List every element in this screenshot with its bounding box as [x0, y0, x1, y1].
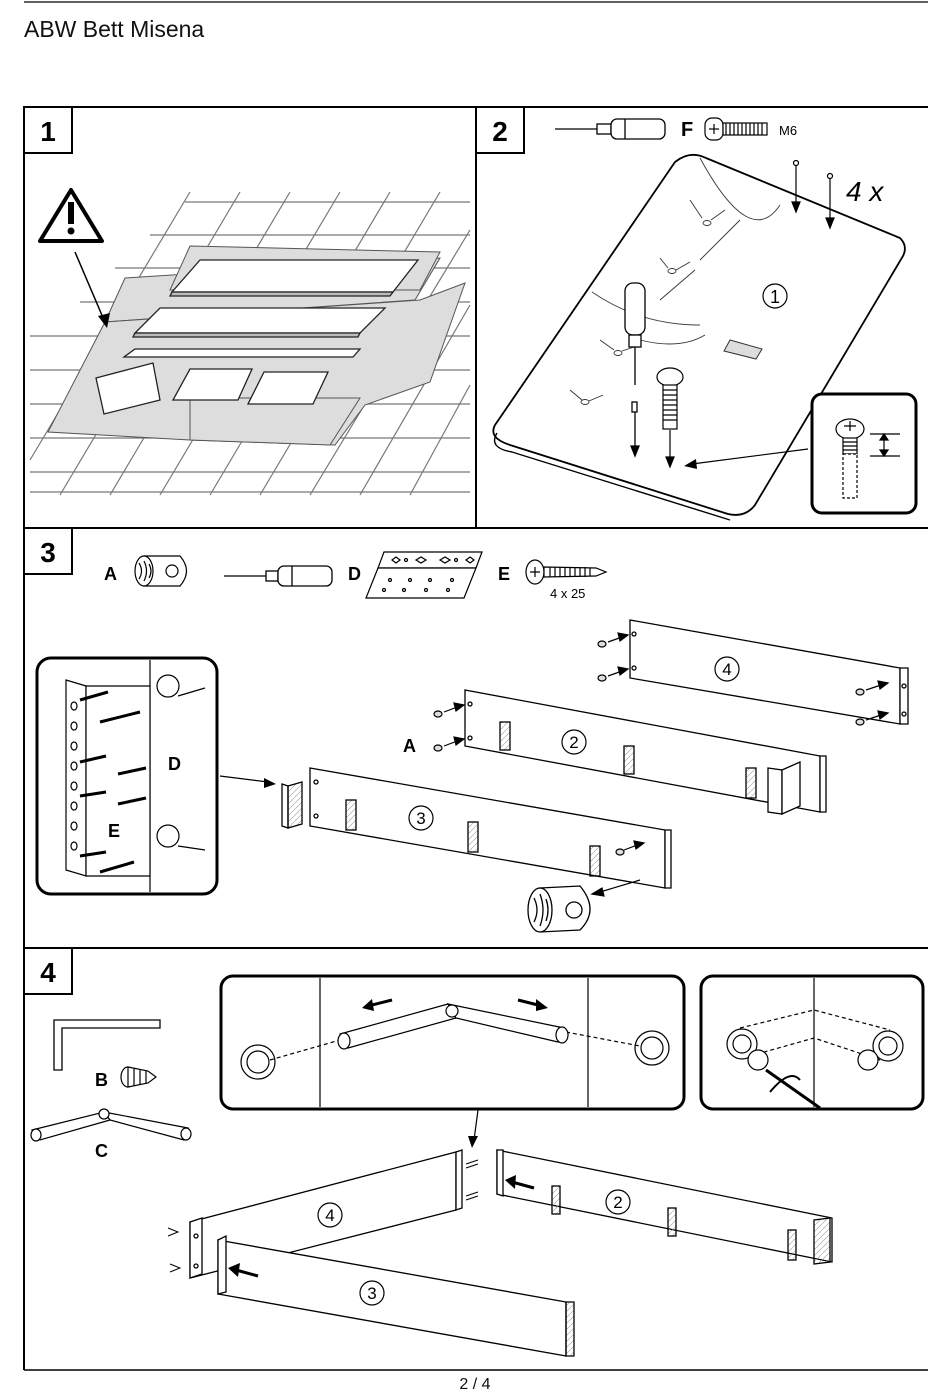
svg-text:4: 4: [40, 957, 56, 988]
step-4-number-box: 4: [23, 947, 73, 995]
svg-text:1: 1: [40, 116, 56, 147]
bracket-icon: [365, 551, 483, 599]
svg-text:4: 4: [325, 1206, 334, 1225]
svg-text:2: 2: [569, 733, 578, 752]
step-3-frame-illustration: A D E 4: [35, 551, 909, 933]
svg-text:M6: M6: [779, 123, 797, 138]
wood-screw-icon: [525, 559, 608, 585]
corner-connector-icon: [30, 1108, 192, 1142]
screwdriver-icon: [555, 118, 666, 140]
svg-text:4 x: 4 x: [846, 176, 884, 207]
svg-text:F: F: [681, 119, 693, 141]
svg-text:B: B: [95, 1070, 108, 1090]
page-number: 2 / 4: [459, 1376, 491, 1393]
svg-text:D: D: [348, 564, 361, 584]
allen-key-icon: [53, 1019, 161, 1071]
svg-text:3: 3: [367, 1284, 376, 1303]
step-4-frame-assembly-illustration: B C: [30, 974, 925, 1357]
svg-text:1: 1: [770, 287, 780, 307]
barrel-nut-icon: [134, 555, 188, 587]
svg-text:D: D: [168, 754, 181, 774]
svg-text:4 x 25: 4 x 25: [550, 586, 585, 601]
svg-text:2: 2: [492, 116, 508, 147]
step-1-number-box: 1: [23, 106, 73, 154]
svg-text:C: C: [95, 1141, 108, 1161]
svg-text:2: 2: [613, 1193, 622, 1212]
bolt-icon: [704, 117, 768, 141]
screwdriver-icon: [224, 565, 333, 587]
svg-text:E: E: [108, 821, 120, 841]
svg-text:4: 4: [722, 660, 731, 679]
svg-text:A: A: [104, 564, 117, 584]
warning-icon: [38, 188, 104, 243]
svg-text:3: 3: [416, 809, 425, 828]
grub-screw-icon: [120, 1066, 157, 1088]
step-3-number-box: 3: [23, 527, 73, 575]
document-title: ABW Bett Misena: [24, 16, 205, 42]
svg-text:A: A: [403, 736, 416, 756]
step-1-unpacking-illustration: [29, 188, 471, 496]
step-2-headboard-illustration: F M6 4 x 1: [492, 117, 918, 521]
step-2-number-box: 2: [475, 106, 525, 154]
svg-text:E: E: [498, 564, 510, 584]
svg-text:3: 3: [40, 537, 56, 568]
